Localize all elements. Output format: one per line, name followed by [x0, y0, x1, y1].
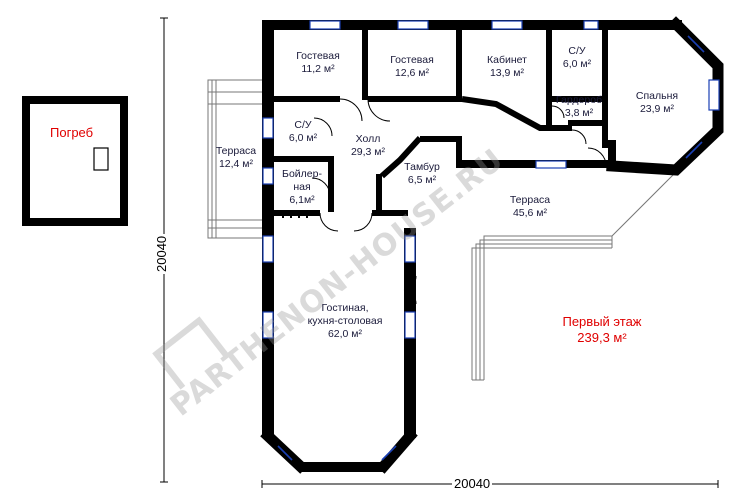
boiler-area: 6,1м²: [289, 194, 315, 206]
office-label: Кабинет 13,9 м²: [476, 54, 538, 80]
boiler-line2: ная: [293, 181, 311, 193]
boiler-label: Бойлер- ная 6,1м²: [278, 168, 326, 207]
wardrobe-area: 3,8 м²: [564, 107, 594, 119]
bay-windows: [277, 35, 705, 461]
wardrobe-label: Гардероб 3,8 м²: [552, 94, 606, 120]
terrace-left-area: 12,4 м²: [218, 158, 254, 170]
vestibule-area: 6,5 м²: [407, 174, 437, 186]
terrace-left-name: Терраса: [215, 145, 257, 157]
wc1-name: С/У: [568, 45, 586, 57]
guest2-label: Гостевая 12,6 м²: [380, 54, 444, 80]
floor-area: 239,3 м²: [577, 330, 627, 345]
terrace-right-area: 45,6 м²: [512, 207, 548, 219]
cellar: [22, 96, 128, 226]
bedroom-label: Спальня 23,9 м²: [626, 90, 688, 116]
cellar-label: Погреб: [50, 125, 94, 140]
terrace-right-name: Терраса: [509, 194, 551, 206]
wc1-area: 6,0 м²: [562, 58, 592, 70]
doors: [311, 98, 607, 305]
windows: [262, 20, 720, 339]
wc1-label: С/У 6,0 м²: [556, 45, 598, 71]
vestibule-name: Тамбур: [404, 161, 440, 173]
dimension-lines: [160, 17, 719, 488]
boiler-line1: Бойлер-: [282, 168, 322, 180]
living-area: 62,0 м²: [327, 328, 363, 340]
guest1-name: Гостевая: [296, 50, 340, 62]
interior-walls: [270, 28, 616, 216]
wardrobe-name: Гардероб: [555, 94, 603, 106]
guest1-label: Гостевая 11,2 м²: [288, 50, 348, 76]
office-name: Кабинет: [487, 54, 527, 66]
dimension-width: 20040: [452, 476, 493, 491]
terrace-right-steps: [471, 167, 681, 381]
living-line2: кухня-столовая: [307, 315, 383, 327]
guest2-name: Гостевая: [390, 54, 434, 66]
dimension-height: 20040: [154, 233, 169, 274]
door-trim-marks: [282, 210, 348, 470]
wc2-area: 6,0 м²: [288, 132, 318, 144]
terrace-left-label: Терраса 12,4 м²: [206, 145, 266, 171]
living-line1: Гостиная,: [321, 302, 369, 314]
exterior-walls: [262, 20, 682, 472]
hall-label: Холл 29,3 м²: [340, 133, 396, 159]
guest2-area: 12,6 м²: [394, 67, 430, 79]
wc2-name: С/У: [294, 119, 312, 131]
hall-name: Холл: [355, 133, 381, 145]
bedroom-area: 23,9 м²: [639, 103, 675, 115]
hall-area: 29,3 м²: [350, 146, 386, 158]
living-label: Гостиная, кухня-столовая 62,0 м²: [300, 302, 390, 341]
terrace-right-label: Терраса 45,6 м²: [498, 194, 562, 220]
wc2-label: С/У 6,0 м²: [282, 119, 324, 145]
office-area: 13,9 м²: [489, 67, 525, 79]
vestibule-label: Тамбур 6,5 м²: [394, 161, 450, 187]
diagonal-interior-walls: [380, 96, 572, 179]
bedroom-name: Спальня: [635, 90, 679, 102]
floor-title: Первый этаж: [562, 314, 642, 329]
guest1-area: 11,2 м²: [301, 63, 335, 75]
floor-total-label: Первый этаж 239,3 м²: [550, 314, 654, 346]
